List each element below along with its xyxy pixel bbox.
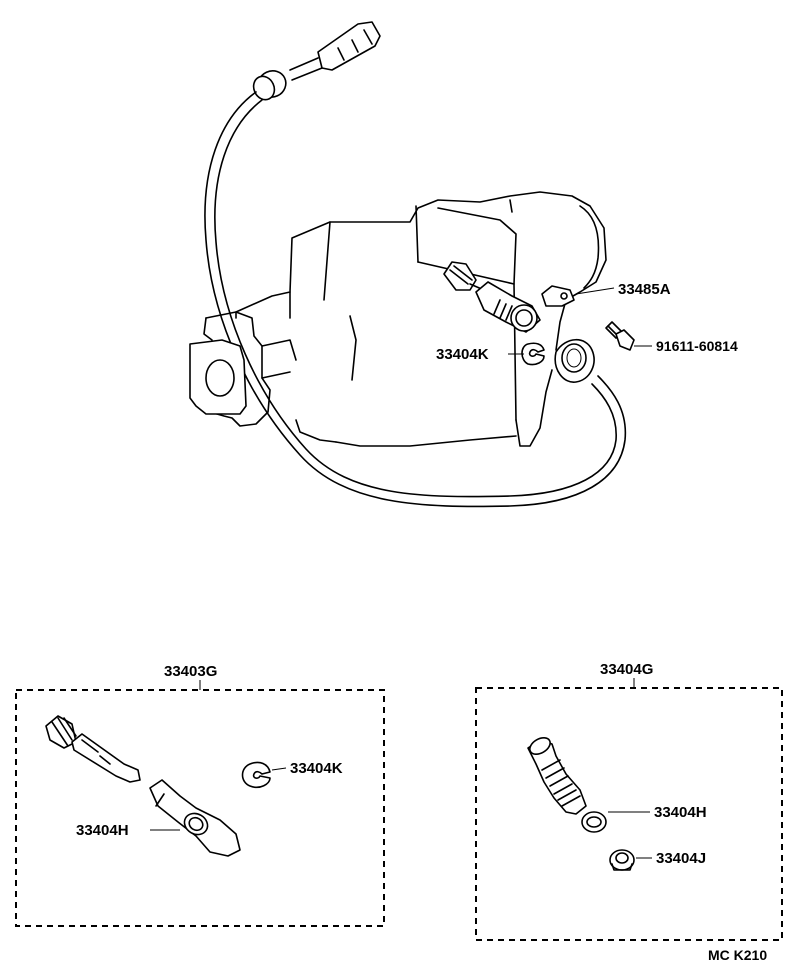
retainer-clip-upper [521, 342, 545, 366]
upper-callouts: 33485A 91611-60814 33404K [436, 281, 738, 363]
lock-plate [541, 285, 575, 307]
label-33404G: 33404G [600, 661, 653, 678]
label-91611-60814: 91611-60814 [656, 338, 738, 354]
label-33403G: 33403G [164, 663, 217, 680]
bolt [605, 321, 635, 351]
label-33404H-right: 33404H [654, 804, 707, 821]
kit-33404G: 33404G 33404H 33404J [475, 661, 783, 941]
kit-33403G: 33403G 33404K 33404H [15, 663, 385, 927]
label-33404K-top: 33404K [436, 346, 489, 363]
label-33404H-left: 33404H [76, 822, 129, 839]
transmission-housing [189, 191, 607, 447]
driven-gear-assembly [443, 261, 541, 333]
label-33404J: 33404J [656, 850, 706, 867]
label-33404K-kit: 33404K [290, 760, 343, 777]
speedometer-cable [204, 21, 627, 508]
label-33485A: 33485A [618, 281, 671, 298]
diagram-code: MC K210 [708, 947, 767, 963]
